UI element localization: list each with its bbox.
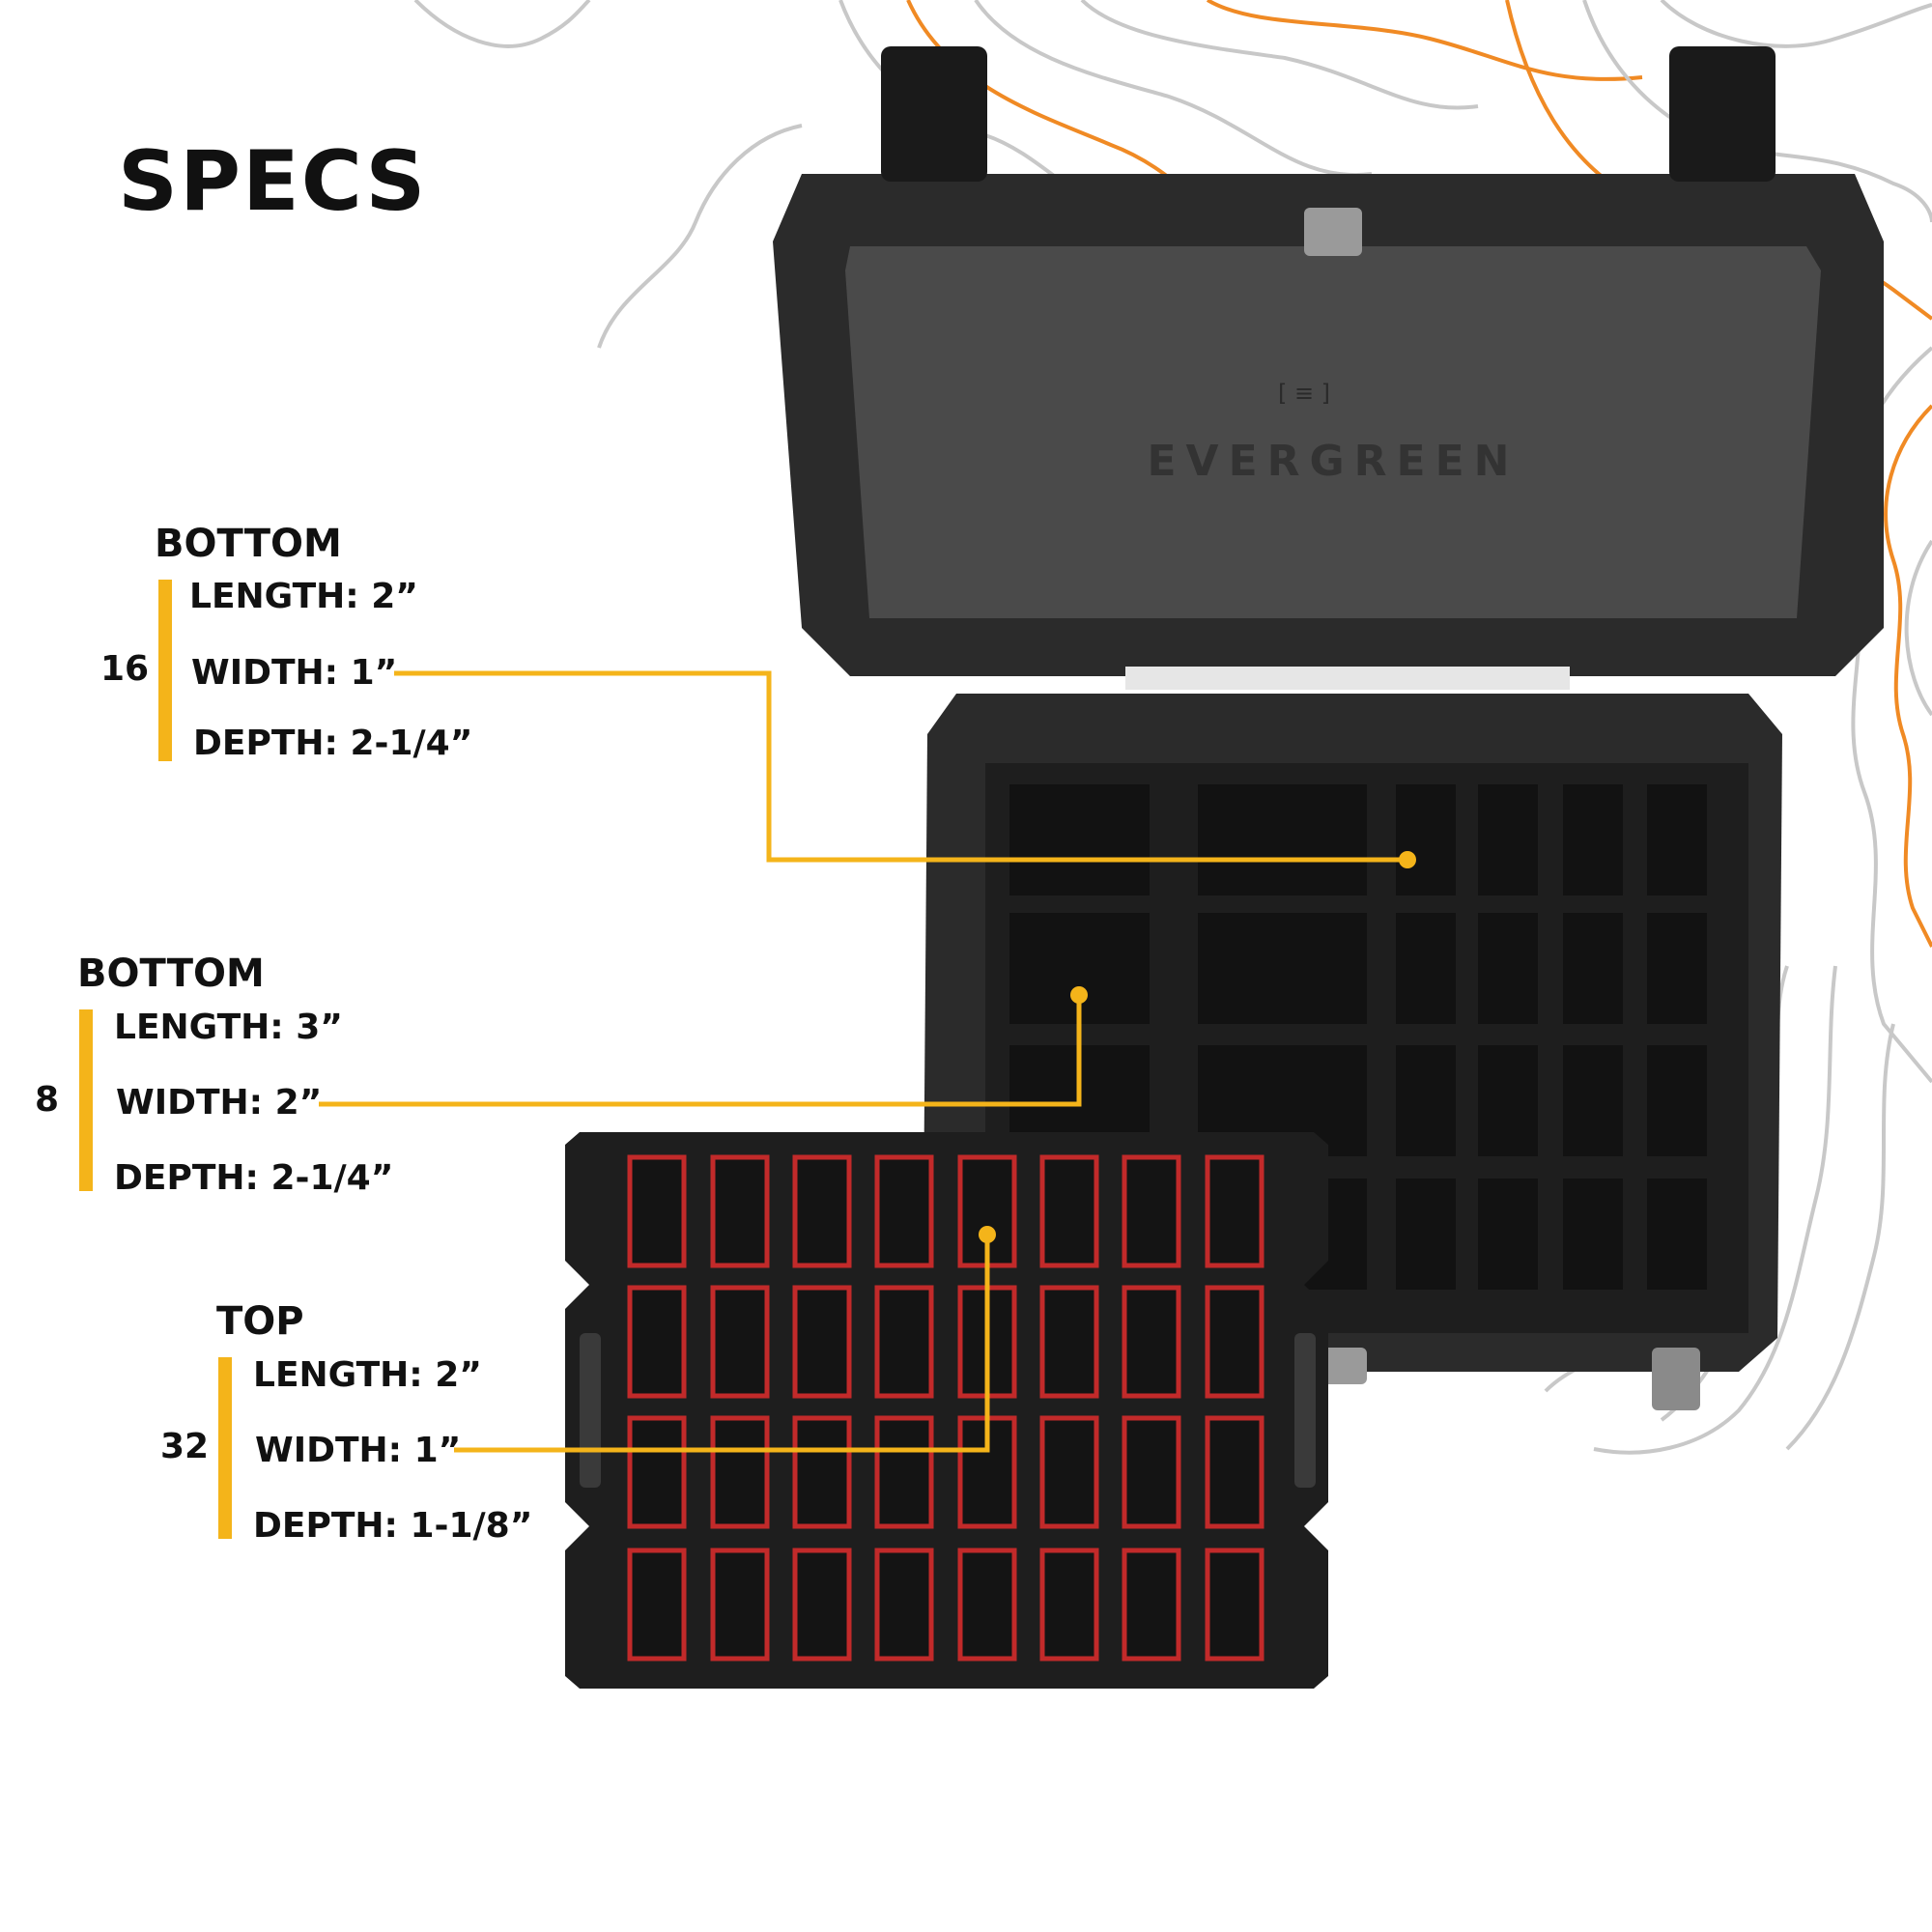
top-cell [792, 1154, 852, 1268]
spec-depth: DEPTH: 2-1/4” [193, 724, 473, 763]
top-foam-insert [565, 1132, 1328, 1689]
bottom-cell-small [1478, 913, 1538, 1024]
bottom-cell-large [1198, 913, 1367, 1024]
top-cell [710, 1154, 770, 1268]
top-cell [874, 1548, 934, 1662]
case-lid: [ ≡ ] EVERGREEN [773, 46, 1884, 690]
bottom-cell-small [1563, 913, 1623, 1024]
spec-length: LENGTH: 2” [189, 577, 418, 616]
bottom-cell-large [1198, 784, 1367, 895]
spec-length: LENGTH: 2” [253, 1355, 482, 1395]
bottom-cell-small [1647, 913, 1707, 1024]
brand-mark-icon: [ ≡ ] [1278, 380, 1330, 407]
bottom-cell-small [1563, 1179, 1623, 1290]
brand-logo: EVERGREEN [1148, 437, 1520, 486]
top-cell [874, 1154, 934, 1268]
bottom-cell-small [1647, 1179, 1707, 1290]
spec-depth: DEPTH: 1-1/8” [253, 1506, 533, 1546]
bottom-cell-large [1009, 784, 1150, 895]
spec-width: WIDTH: 2” [116, 1083, 323, 1122]
top-cell [792, 1285, 852, 1399]
top-cell [710, 1548, 770, 1662]
bottom-cell-small [1478, 1179, 1538, 1290]
top-cell [1122, 1285, 1181, 1399]
bottom-cell-small [1647, 784, 1707, 895]
bottom-cell-small [1396, 784, 1456, 895]
spec-length: LENGTH: 3” [114, 1008, 343, 1047]
leader-lines [319, 670, 1416, 1453]
top-cell [957, 1548, 1017, 1662]
page-title: SPECS [118, 133, 428, 230]
bottom-cell-small [1396, 1179, 1456, 1290]
left-latch-icon [881, 46, 987, 182]
spec-bar [79, 1009, 93, 1191]
top-cell [1205, 1548, 1264, 1662]
bottom-cell-small [1478, 784, 1538, 895]
leader-line-bottom-16 [394, 670, 1407, 863]
top-cell [627, 1154, 687, 1268]
top-cell [627, 1415, 687, 1529]
spec-heading: TOP [216, 1299, 304, 1344]
top-cell [710, 1285, 770, 1399]
top-cell [1205, 1154, 1264, 1268]
bottom-cell-small [1396, 913, 1456, 1024]
bottom-cell-small [1647, 1045, 1707, 1156]
spec-bar [158, 580, 172, 761]
leader-dot-top-32 [979, 1226, 996, 1243]
top-cell [874, 1415, 934, 1529]
bottom-cell-small [1396, 1045, 1456, 1156]
spec-heading: BOTTOM [77, 952, 265, 996]
top-cell [792, 1548, 852, 1662]
top-cell [874, 1285, 934, 1399]
top-cell [1039, 1154, 1099, 1268]
spec-width: WIDTH: 1” [191, 653, 398, 693]
top-cell [1205, 1285, 1264, 1399]
top-cell [792, 1415, 852, 1529]
leader-line-bottom-8 [319, 995, 1082, 1107]
spec-width: WIDTH: 1” [255, 1431, 462, 1470]
bottom-cell-small [1563, 1045, 1623, 1156]
top-cell [1039, 1415, 1099, 1529]
top-cell [1122, 1415, 1181, 1529]
bottom-cell-small [1563, 784, 1623, 895]
right-latch-icon [1669, 46, 1776, 182]
top-cell [1039, 1285, 1099, 1399]
spec-bar [218, 1357, 232, 1539]
leader-line-top-32 [454, 1235, 990, 1453]
bottom-cell-small [1478, 1045, 1538, 1156]
cell-count: 32 [160, 1427, 210, 1466]
top-cell [1122, 1154, 1181, 1268]
top-cell [1205, 1415, 1264, 1529]
top-cell [710, 1415, 770, 1529]
spec-heading: BOTTOM [155, 522, 342, 566]
top-cell [1122, 1548, 1181, 1662]
leader-dot-bottom-16 [1399, 851, 1416, 868]
leader-dot-bottom-8 [1070, 986, 1088, 1004]
lid-latch-icon [1304, 208, 1362, 256]
cell-count: 16 [100, 649, 150, 689]
top-cell [627, 1285, 687, 1399]
top-cell [1039, 1548, 1099, 1662]
spec-depth: DEPTH: 2-1/4” [114, 1158, 394, 1198]
cell-count: 8 [35, 1080, 60, 1120]
top-cell [627, 1548, 687, 1662]
